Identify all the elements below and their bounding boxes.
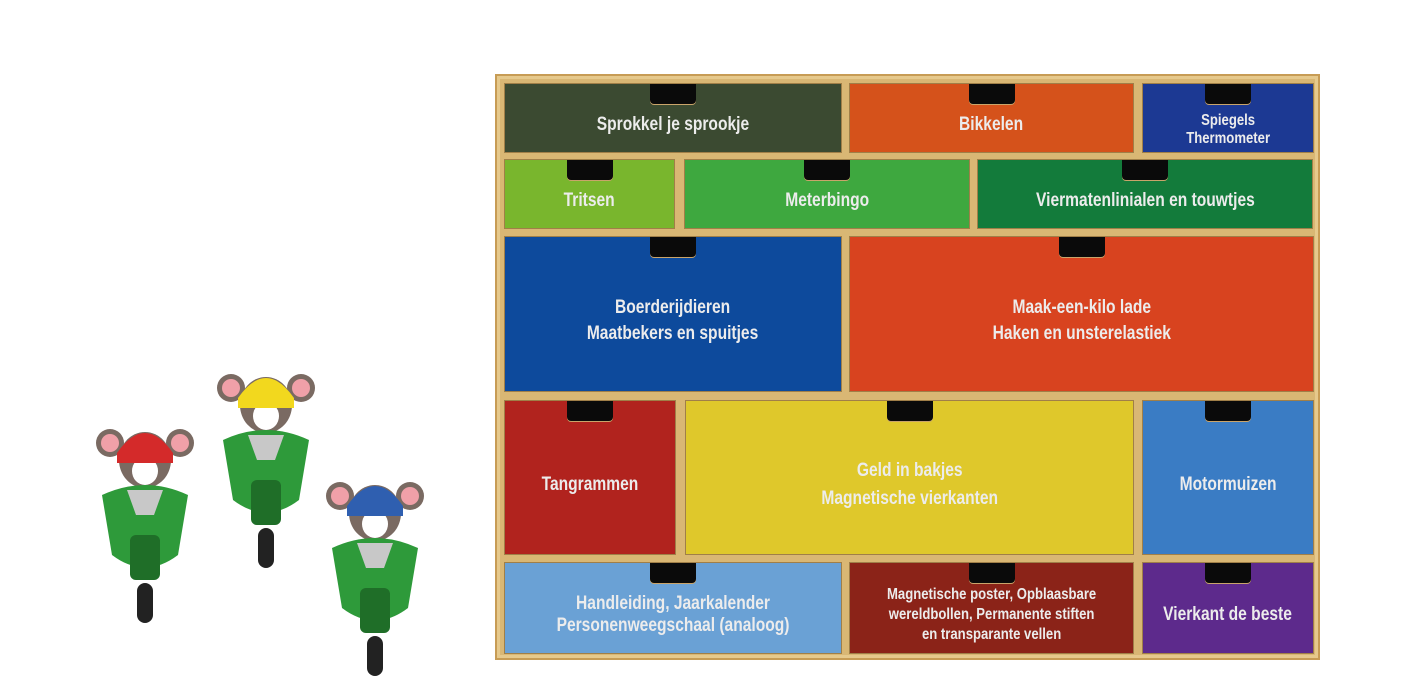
drawer-handle: [1205, 401, 1251, 421]
drawer-handle: [804, 160, 850, 180]
drawer-handle: [968, 563, 1015, 583]
mouse-motorbike-yellow-icon: [217, 374, 315, 568]
drawer-boerderijdieren[interactable]: Boerderijdieren Maatbekers en spuitjes: [505, 237, 841, 391]
drawer-tangrammen[interactable]: Tangrammen: [505, 401, 675, 554]
drawer-meterbingo[interactable]: Meterbingo: [685, 160, 969, 228]
drawer-tritsen[interactable]: Tritsen: [505, 160, 674, 228]
drawer-vierkant-de-beste[interactable]: Vierkant de beste: [1143, 563, 1313, 653]
drawer-handle: [567, 401, 613, 421]
drawer-handle: [968, 84, 1015, 104]
drawer-handleiding[interactable]: Handleiding, Jaarkalender Personenweegsc…: [505, 563, 841, 653]
drawer-sprokkel[interactable]: Sprokkel je sprookje: [505, 84, 841, 152]
drawer-magnetische-poster[interactable]: Magnetische poster, Opblaasbare wereldbo…: [850, 563, 1133, 653]
drawer-handle: [650, 237, 696, 257]
drawer-handle: [1205, 84, 1251, 104]
drawer-handle: [650, 563, 696, 583]
drawer-bikkelen[interactable]: Bikkelen: [850, 84, 1133, 152]
drawer-motormuizen[interactable]: Motormuizen: [1143, 401, 1313, 554]
drawer-handle: [1058, 237, 1105, 257]
mouse-motorbike-red-icon: [96, 429, 194, 623]
drawer-spiegels[interactable]: Spiegels Thermometer: [1143, 84, 1313, 152]
drawer-geld-in-bakjes[interactable]: Geld in bakjes Magnetische vierkanten: [686, 401, 1133, 554]
mouse-motorbike-blue-icon: [326, 482, 424, 676]
drawer-maak-een-kilo[interactable]: Maak-een-kilo lade Haken en unsterelasti…: [850, 237, 1313, 391]
drawer-handle: [566, 160, 613, 180]
drawer-handle: [1205, 563, 1251, 583]
drawer-handle: [1122, 160, 1168, 180]
drawer-cabinet: Sprokkel je sprookje Bikkelen Spiegels T…: [495, 74, 1320, 660]
drawer-viermatenlinialen[interactable]: Viermatenlinialen en touwtjes: [978, 160, 1312, 228]
drawer-handle: [650, 84, 696, 104]
drawer-handle: [886, 401, 933, 421]
